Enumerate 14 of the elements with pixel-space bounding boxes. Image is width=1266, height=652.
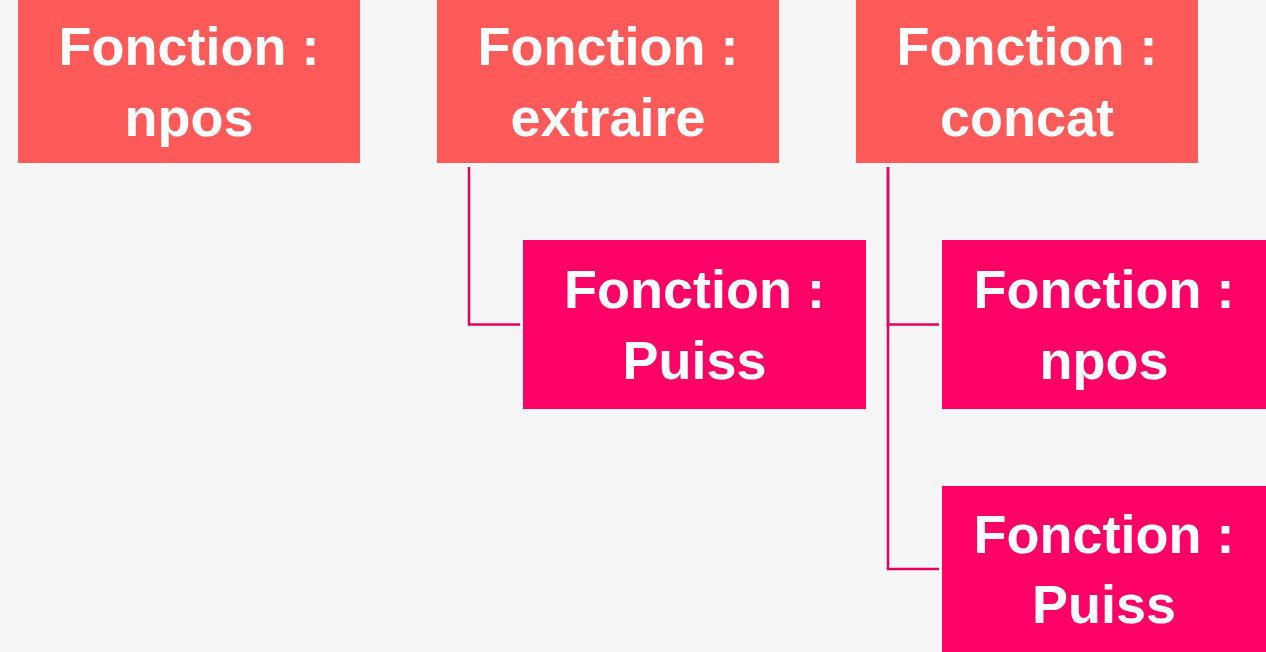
function-box: [523, 240, 866, 409]
function-box: [856, 0, 1198, 163]
function-box: [942, 240, 1266, 409]
function-box: [18, 0, 360, 163]
function-label: Fonction : npos: [57, 15, 321, 149]
function-box: [437, 0, 779, 163]
function-label: Fonction : Puiss: [563, 258, 826, 392]
function-label: Fonction : npos: [972, 258, 1236, 392]
function-label: Fonction : extraire: [476, 15, 740, 149]
function-label: Fonction : concat: [895, 15, 1159, 149]
function-label: Fonction : Puiss: [972, 502, 1236, 636]
connector-line: [467, 167, 520, 326]
connector-line: [886, 167, 939, 571]
function-box: [942, 486, 1266, 652]
